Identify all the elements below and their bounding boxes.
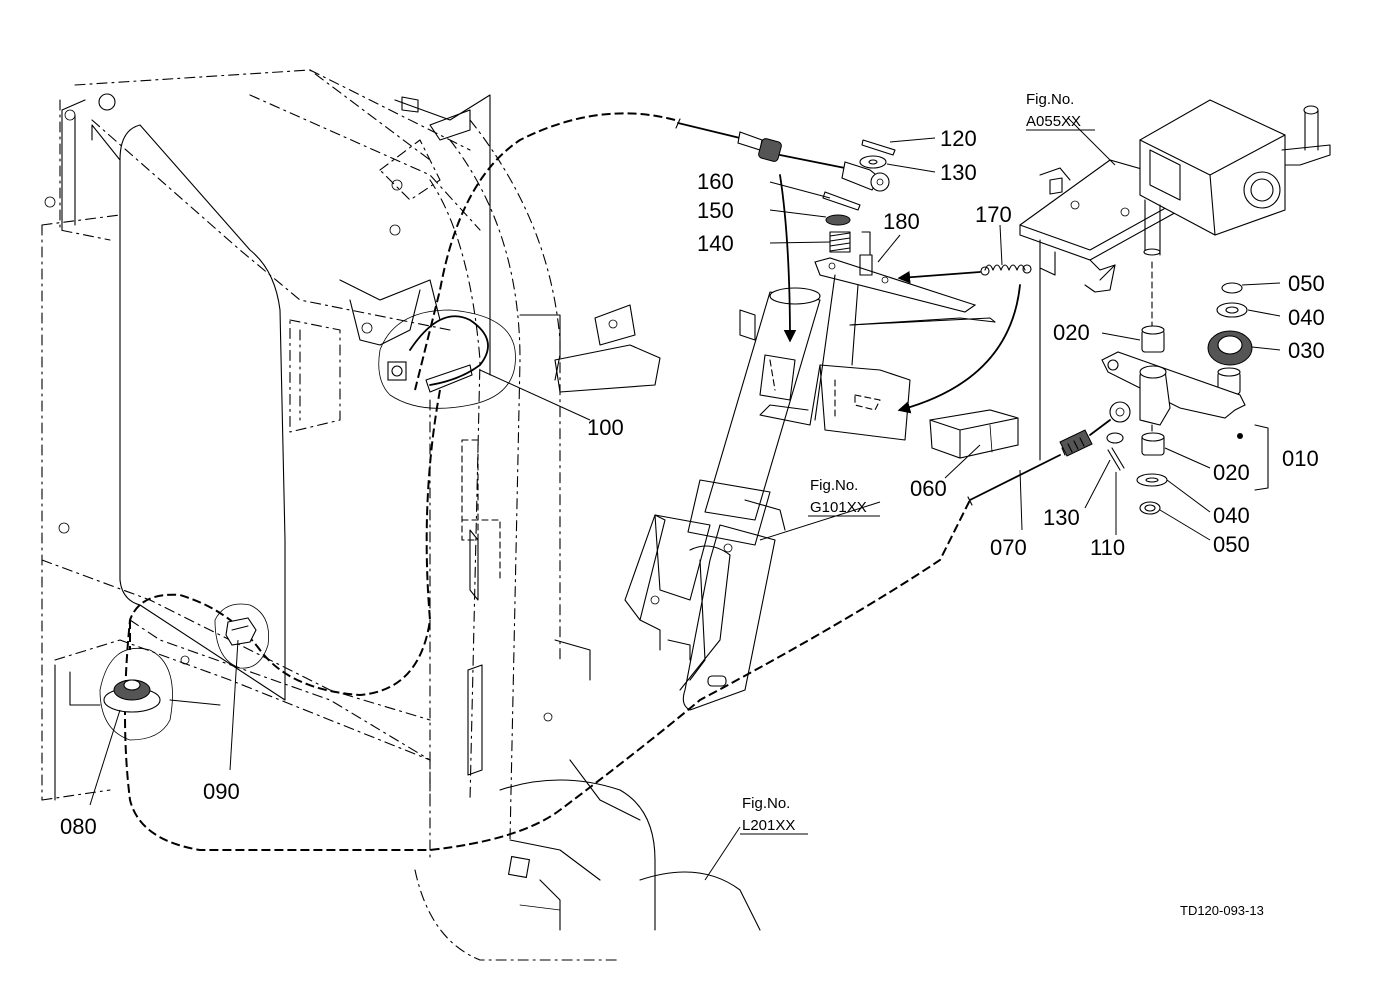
- small-hardware-upper: [822, 139, 1032, 276]
- grommet-080: [54, 639, 431, 801]
- callout-120: 120: [940, 126, 977, 151]
- callout-130-lower: 130: [1043, 505, 1080, 530]
- callout-180: 180: [883, 209, 920, 234]
- callouts: 120 130 160 150 140 180 170 020 050 040 …: [60, 126, 1325, 839]
- lever-010: [1101, 261, 1269, 515]
- callout-010: 010: [1282, 446, 1319, 471]
- lower-cable: [967, 401, 1131, 506]
- callout-130-upper: 130: [940, 160, 977, 185]
- callout-110: 110: [1090, 535, 1125, 560]
- hook-bracket: [519, 304, 661, 393]
- callout-040-upper: 040: [1288, 305, 1325, 330]
- routing-lines: [124, 112, 1041, 851]
- fig-ref-l201-code: L201XX: [742, 817, 795, 834]
- upper-cable: [675, 118, 890, 192]
- callout-090: 090: [203, 779, 240, 804]
- callout-050-upper: 050: [1288, 271, 1325, 296]
- callout-020-lower: 020: [1213, 460, 1250, 485]
- cab-panel: [41, 69, 481, 801]
- drawing-code: TD120-093-13: [1180, 903, 1264, 918]
- callout-160: 160: [697, 169, 734, 194]
- callout-060: 060: [910, 476, 947, 501]
- upper-bracket: [339, 94, 516, 409]
- steering-column: [624, 287, 821, 711]
- callout-100: 100: [587, 415, 624, 440]
- callout-080: 080: [60, 814, 97, 839]
- fig-ref-g101-code: G101XX: [810, 499, 867, 516]
- callout-170: 170: [975, 202, 1012, 227]
- clip-090: [214, 603, 269, 669]
- figure-references: Fig.No. A055XX Fig.No. G101XX Fig.No. L2…: [740, 91, 1095, 835]
- callout-070: 070: [990, 535, 1027, 560]
- callout-150: 150: [697, 198, 734, 223]
- callout-040-lower: 040: [1213, 503, 1250, 528]
- fig-ref-a055-code: A055XX: [1026, 113, 1081, 130]
- fig-ref-l201-label: Fig.No.: [742, 795, 790, 812]
- callout-140: 140: [697, 231, 734, 256]
- lever-assembly: [759, 231, 1019, 459]
- fig-ref-a055-label: Fig.No.: [1026, 91, 1074, 108]
- pillar: [414, 119, 761, 961]
- leader-lines: [89, 117, 1281, 881]
- callout-020-upper: 020: [1053, 320, 1090, 345]
- fig-ref-g101-label: Fig.No.: [810, 477, 858, 494]
- callout-050-lower: 050: [1213, 532, 1250, 557]
- callout-030: 030: [1288, 338, 1325, 363]
- bracket-a055: [1019, 99, 1331, 293]
